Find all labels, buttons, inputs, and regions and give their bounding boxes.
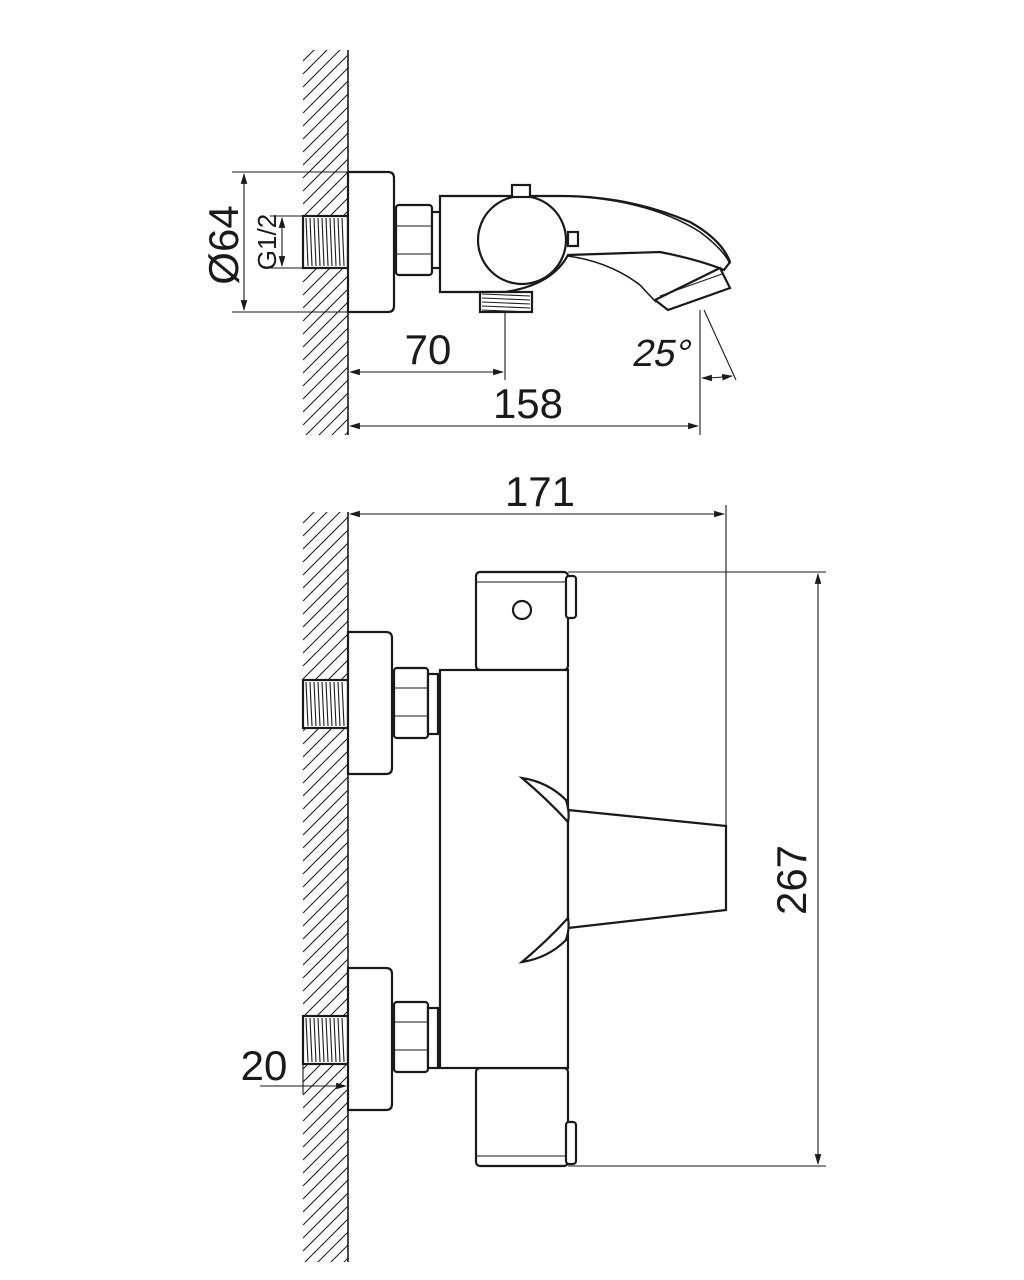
control-knob-top: [476, 194, 568, 286]
escutcheon-upper: [346, 630, 394, 776]
escutcheon-top: [346, 170, 396, 314]
hex-nut-lower: [392, 1000, 430, 1074]
dim-20-label: 20: [241, 1042, 288, 1089]
angle-arc: [700, 373, 734, 382]
escutcheon-lower: [346, 966, 394, 1112]
dim-158-label: 158: [493, 380, 563, 427]
lower-inlet: [301, 966, 440, 1112]
spout-curve-upper: [518, 776, 570, 825]
hex-nut-top: [394, 203, 442, 277]
front-view: 171 267 20: [241, 468, 826, 1262]
dim-171-label: 171: [505, 468, 575, 515]
spout-front: [566, 808, 728, 930]
hex-nut-upper: [392, 666, 430, 740]
angle-label: 25°: [629, 332, 695, 375]
spout-tip-top: [652, 266, 732, 312]
bottom-handle: [474, 1066, 578, 1168]
angle-leg: [703, 309, 737, 381]
mixer-body-front: [438, 668, 570, 1070]
dim-diameter-label: Ø64: [200, 205, 247, 284]
spout-curve-lower: [518, 915, 570, 964]
top-view: Ø64 G1/2 70 158 25°: [200, 50, 737, 435]
knob-cap-top: [510, 183, 532, 199]
upper-inlet: [301, 630, 440, 776]
dim-70-label: 70: [405, 326, 452, 373]
wall-hatch-front: [303, 512, 348, 1262]
dim-thread-label: G1/2: [252, 214, 282, 270]
thread-inlet-top: [301, 214, 350, 270]
top-handle: [474, 570, 578, 672]
dim-267-label: 267: [768, 845, 815, 915]
knob-pin-top: [566, 230, 580, 248]
